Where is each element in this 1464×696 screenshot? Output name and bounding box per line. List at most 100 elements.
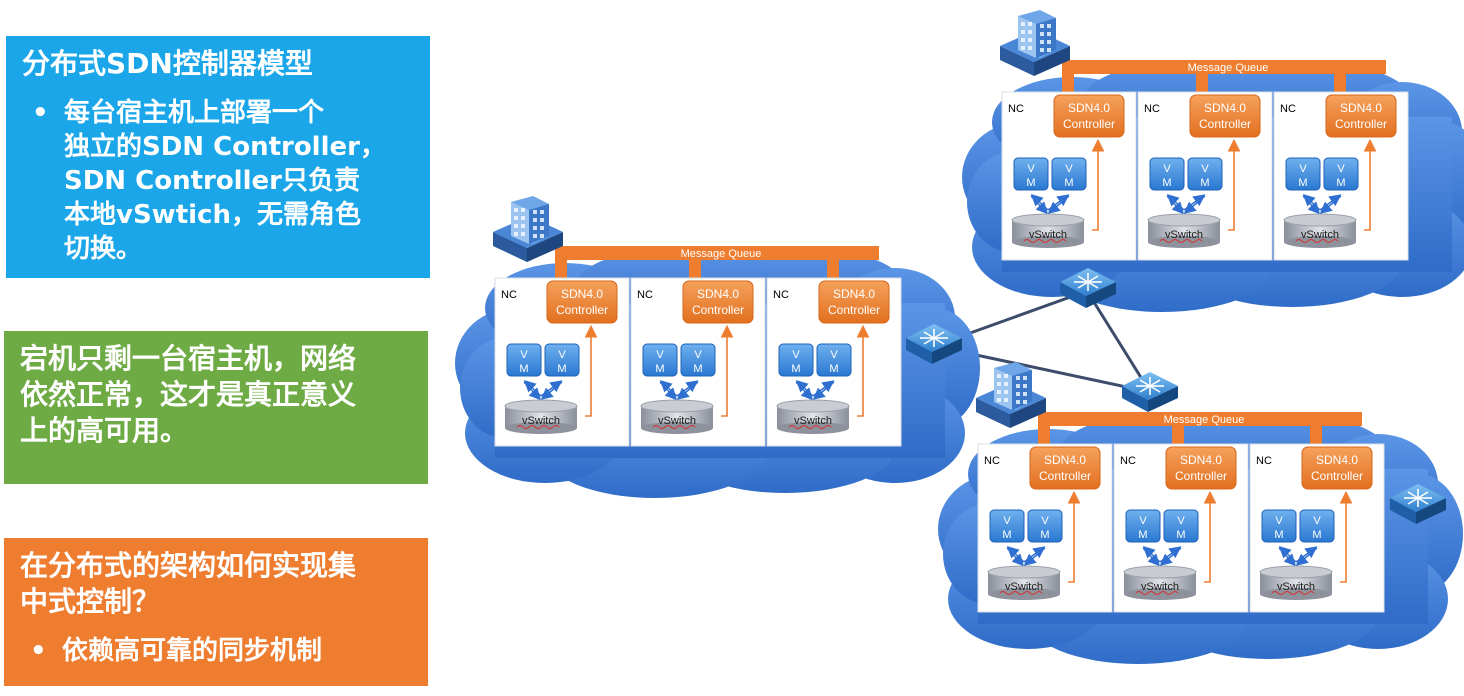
- vm-box: [1125, 509, 1161, 543]
- nc-label: NC: [984, 455, 1000, 467]
- controller-box: [1301, 446, 1373, 490]
- vswitch-base: [505, 422, 577, 434]
- vswitch: vSwitch: [1011, 213, 1085, 248]
- vswitch: vSwitch: [776, 399, 850, 434]
- distributed-model-panel: 分布式SDN控制器模型 每台宿主机上部署一个 独立的SDN Controller…: [6, 36, 430, 278]
- vm: VM: [816, 343, 852, 377]
- vm: VM: [1013, 157, 1049, 191]
- controller-vswitch-line: [856, 324, 870, 417]
- vm-box: [1163, 509, 1199, 543]
- panel-line: 中式控制？: [20, 585, 161, 618]
- building-icon: [1000, 10, 1070, 76]
- nc-label: NC: [773, 289, 789, 301]
- vm: VM: [1149, 157, 1185, 191]
- vm-vswitch-arrow: [1142, 545, 1161, 563]
- vm-box: [1261, 509, 1297, 543]
- vm-vswitch-arrow: [1166, 193, 1185, 211]
- message-queue-label: Message Queue: [1164, 414, 1245, 426]
- vswitch-top: [504, 399, 578, 413]
- vswitch-base: [777, 422, 849, 434]
- vm: VM: [778, 343, 814, 377]
- controller-box: [546, 280, 618, 324]
- vm-label-line1: V: [1065, 163, 1073, 175]
- vswitch-top: [1259, 565, 1333, 579]
- vm: VM: [1261, 509, 1297, 543]
- vm: VM: [506, 343, 542, 377]
- switch-icon: [1122, 372, 1178, 412]
- vm-label-line2: M: [1064, 177, 1073, 189]
- vswitch-label: vSwitch: [522, 415, 560, 427]
- controller-box: [1165, 446, 1237, 490]
- vm-box: [778, 343, 814, 377]
- controller-label-line2: Controller: [692, 303, 744, 317]
- vm-label-line2: M: [1336, 177, 1345, 189]
- controller-box: [1053, 94, 1125, 138]
- bullet-line: 本地vSwtich，无需角色: [64, 200, 361, 230]
- vswitch-top: [1283, 213, 1357, 227]
- message-queue-bar: [555, 246, 879, 260]
- vswitch-underline: [1135, 591, 1179, 595]
- nc-label: NC: [1144, 103, 1160, 115]
- vm-box: [989, 509, 1025, 543]
- vm-vswitch-arrow: [659, 379, 678, 397]
- vm: VM: [989, 509, 1025, 543]
- vswitch-underline: [652, 425, 696, 429]
- vm-label-line1: V: [1041, 515, 1049, 527]
- vswitch-top: [987, 565, 1061, 579]
- vm-label-line1: V: [656, 349, 664, 361]
- vm-label-line1: V: [1313, 515, 1321, 527]
- vm: VM: [1285, 157, 1321, 191]
- switch-link: [1085, 290, 1152, 393]
- controller-box: [818, 280, 890, 324]
- panel-line: 上的高可用。: [20, 414, 189, 447]
- vm-vswitch-arrow: [540, 380, 563, 397]
- vswitch-top: [1123, 565, 1197, 579]
- panel-title: 分布式SDN控制器模型: [22, 47, 313, 80]
- vswitch-label: vSwitch: [1029, 229, 1067, 241]
- vswitch: vSwitch: [987, 565, 1061, 600]
- nc-label: NC: [637, 289, 653, 301]
- vm-label-line1: V: [1139, 515, 1147, 527]
- vm-label-line2: M: [655, 363, 664, 375]
- panel-bullet: 每台宿主机上部署一个 独立的SDN Controller， SDN Contro…: [22, 96, 414, 266]
- vswitch-label: vSwitch: [1005, 581, 1043, 593]
- vm: VM: [1125, 509, 1161, 543]
- vm-label-line1: V: [1201, 163, 1209, 175]
- vswitch-base: [988, 588, 1060, 600]
- message-queue-bar: [1062, 60, 1386, 74]
- vswitch-top: [1011, 213, 1085, 227]
- vm-label-line1: V: [792, 349, 800, 361]
- vswitch-base: [641, 422, 713, 434]
- controller-label-line2: Controller: [556, 303, 608, 317]
- vm-label-line2: M: [829, 363, 838, 375]
- vm-box: [680, 343, 716, 377]
- vswitch-base: [1260, 588, 1332, 600]
- switch-icon: [1060, 268, 1116, 308]
- centralized-control-panel: 在分布式的架构如何实现集 中式控制？ 依赖高可靠的同步机制: [4, 538, 428, 686]
- controller-vswitch-line: [1339, 490, 1353, 583]
- bullet-line: SDN Controller只负责: [64, 166, 360, 196]
- vm-label-line1: V: [1337, 163, 1345, 175]
- vswitch-label: vSwitch: [1141, 581, 1179, 593]
- vm-box: [642, 343, 678, 377]
- vm: VM: [680, 343, 716, 377]
- bullet-line: 切换。: [64, 234, 143, 264]
- controller-label-line2: Controller: [828, 303, 880, 317]
- vm: VM: [1299, 509, 1335, 543]
- vswitch-underline: [999, 591, 1043, 595]
- vm-vswitch-arrow: [812, 380, 835, 397]
- vm-vswitch-arrow: [1030, 193, 1049, 211]
- vm-label-line2: M: [791, 363, 800, 375]
- nc-label: NC: [1256, 455, 1272, 467]
- controller-box: [1325, 94, 1397, 138]
- switch-icon: [906, 324, 962, 364]
